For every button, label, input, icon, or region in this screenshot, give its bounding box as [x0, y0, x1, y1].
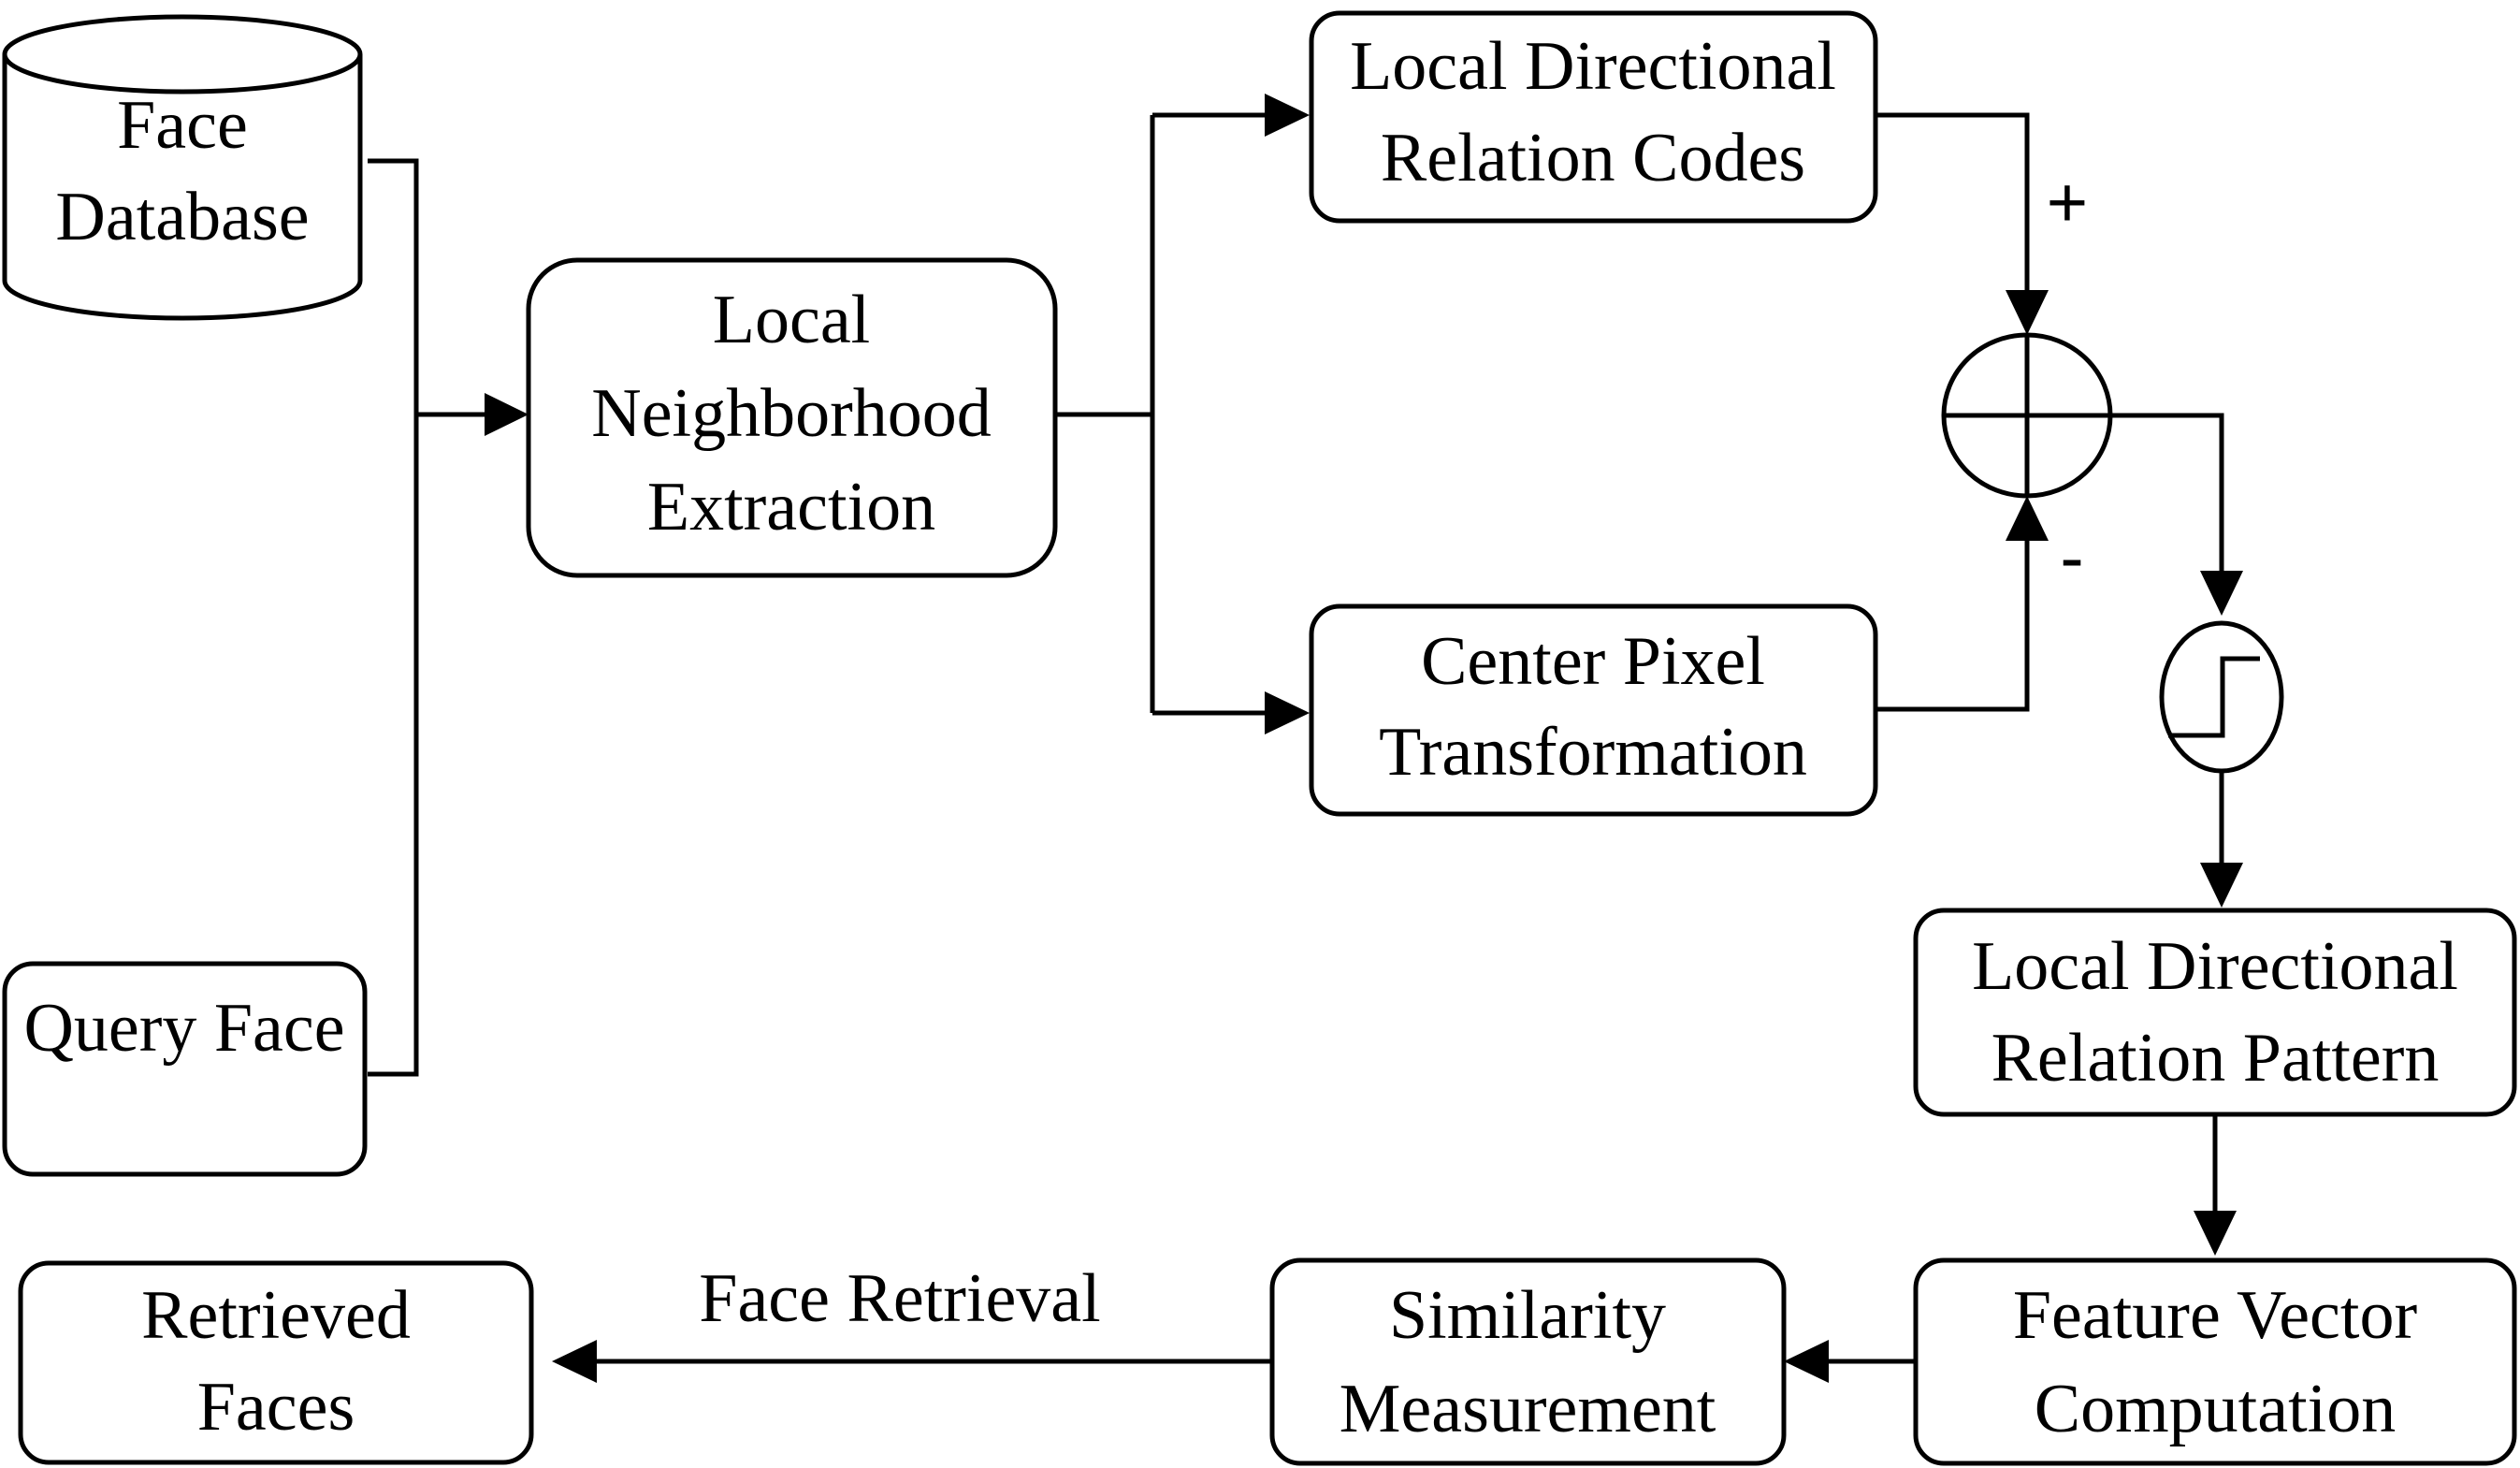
- split-connector: [1055, 94, 1310, 734]
- face-database-node: Face Database: [2, 14, 363, 321]
- extraction-label-line2: Neighborhood: [591, 375, 992, 452]
- arrowhead-plus-input: [2006, 290, 2049, 335]
- step-to-ldrp-connector: [2200, 771, 2243, 908]
- ldrp-label-line2: Relation Pattern: [1991, 1020, 2440, 1097]
- center-pixel-label-line1: Center Pixel: [1421, 623, 1765, 700]
- query-face-node: Query Face: [2, 961, 368, 1177]
- local-directional-relation-pattern-node: Local Directional Relation Pattern: [1913, 908, 2517, 1117]
- plus-sign-label: +: [2047, 163, 2088, 242]
- extraction-label-line1: Local: [713, 282, 870, 358]
- ldrp-to-feature-connector: [2194, 1114, 2237, 1256]
- database-cylinder-icon: [2, 54, 363, 321]
- arrowhead-to-ldr-codes: [1265, 94, 1310, 137]
- similarity-measurement-node: Similarity Measurement: [1269, 1257, 1787, 1466]
- database-cylinder-top: [2, 14, 363, 94]
- similarity-label-line2: Measurement: [1340, 1371, 1716, 1447]
- input-merge-connector: [368, 158, 529, 1077]
- feature-vector-label-line2: Computation: [2035, 1371, 2396, 1447]
- query-face-label: Query Face: [23, 990, 344, 1067]
- arrowhead-to-retrieved-faces: [552, 1340, 597, 1383]
- extraction-label-line3: Extraction: [647, 469, 935, 545]
- arrowhead-to-feature-vector: [2194, 1211, 2237, 1256]
- ldrp-label-line1: Local Directional: [1972, 928, 2458, 1005]
- center-pixel-transformation-node: Center Pixel Transformation: [1309, 603, 1878, 817]
- local-directional-relation-codes-node: Local Directional Relation Codes: [1309, 10, 1878, 224]
- similarity-label-line1: Similarity: [1389, 1277, 1666, 1354]
- arrowhead-to-center-pixel: [1265, 691, 1310, 734]
- local-neighborhood-extraction-node: Local Neighborhood Extraction: [526, 257, 1058, 578]
- arrowhead-to-ldrp: [2200, 863, 2243, 908]
- arrowhead-to-step: [2200, 571, 2243, 616]
- retrieved-faces-node: Retrieved Faces: [18, 1260, 534, 1465]
- face-retrieval-edge-label: Face Retrieval: [699, 1260, 1100, 1337]
- arrowhead-minus-input: [2006, 496, 2049, 541]
- arrowhead-to-extraction: [485, 393, 529, 436]
- face-database-label-line1: Face: [117, 87, 248, 164]
- feature-to-similarity-connector: [1784, 1340, 1916, 1383]
- arrowhead-to-similarity: [1784, 1340, 1829, 1383]
- similarity-to-retrieved-connector: Face Retrieval: [552, 1260, 1272, 1383]
- retrieved-faces-label-line2: Faces: [197, 1369, 355, 1446]
- retrieved-faces-label-line1: Retrieved: [141, 1277, 411, 1354]
- face-database-label-line2: Database: [55, 179, 309, 255]
- summation-input-connectors: + -: [1876, 112, 2088, 712]
- center-pixel-label-line2: Transformation: [1379, 714, 1807, 791]
- minus-sign-label: -: [2060, 518, 2083, 598]
- summation-junction-icon: [1941, 332, 2113, 499]
- feature-vector-computation-node: Feature Vector Computation: [1913, 1257, 2517, 1466]
- sum-to-step-connector: [2110, 413, 2243, 616]
- step-function-icon: [2159, 620, 2284, 774]
- feature-vector-label-line1: Feature Vector: [2013, 1277, 2417, 1354]
- ldr-codes-label-line2: Relation Codes: [1381, 120, 1805, 196]
- ldr-codes-label-line1: Local Directional: [1350, 28, 1836, 105]
